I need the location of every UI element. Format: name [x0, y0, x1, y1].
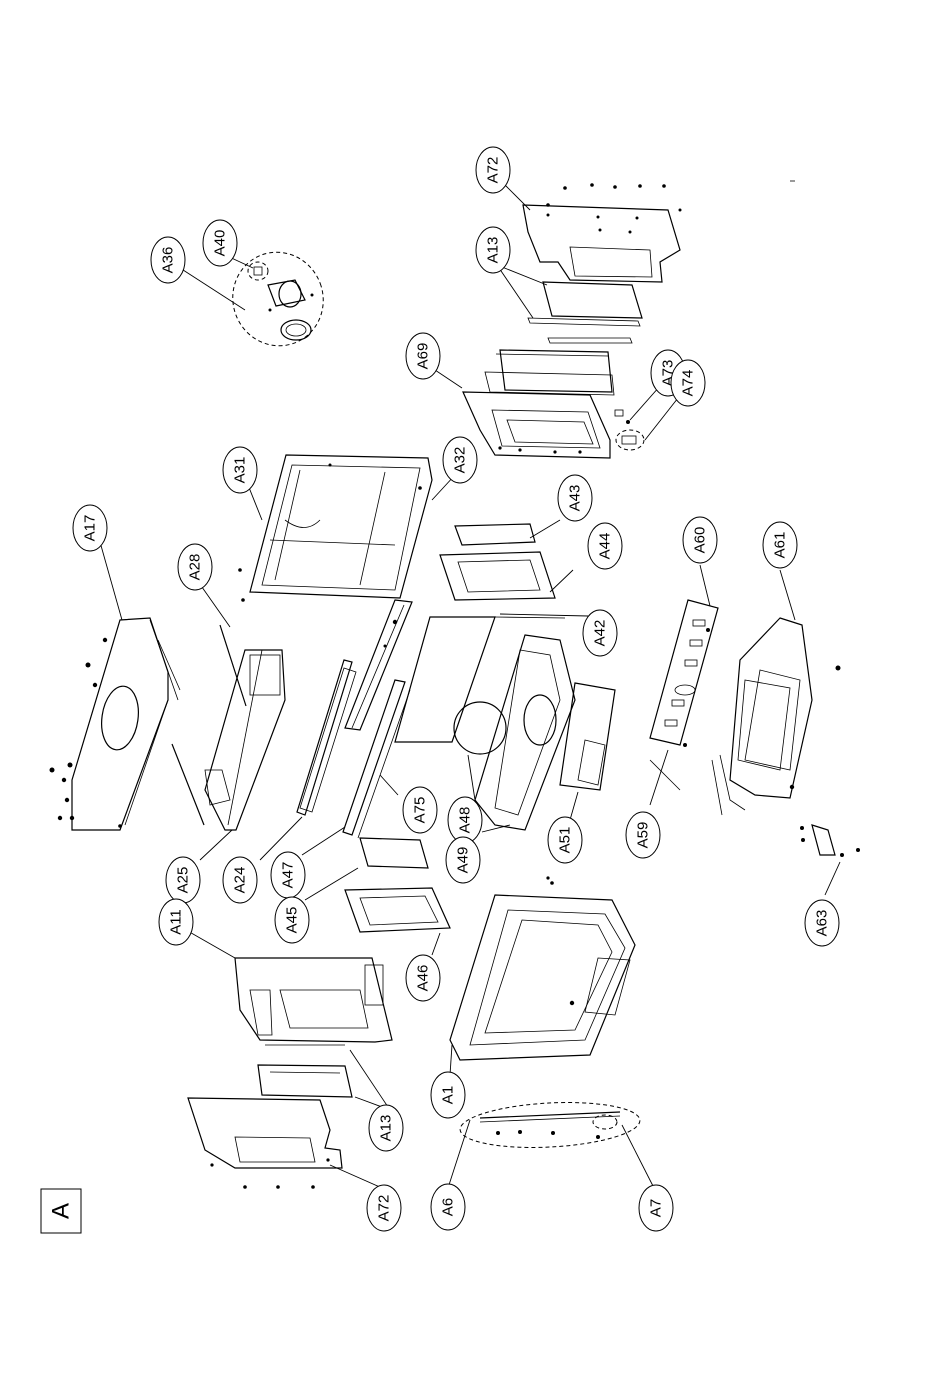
callout-a74: A74 — [671, 360, 705, 406]
part-a24-flat-plate — [297, 660, 356, 815]
callout-a48: A48 — [448, 797, 482, 843]
callout-a25: A25 — [166, 857, 200, 903]
callout-a6: A6 — [431, 1184, 465, 1230]
callout-label: A25 — [175, 867, 192, 894]
callout-a7: A7 — [639, 1185, 673, 1231]
callout-label: A45 — [284, 907, 301, 934]
callout-a75: A75 — [403, 787, 437, 833]
callout-label: A74 — [680, 370, 697, 397]
callout-a72-top: A72 — [476, 147, 510, 193]
callout-a40: A40 — [203, 220, 237, 266]
callout-a43: A43 — [558, 475, 592, 521]
callout-a32: A32 — [443, 437, 477, 483]
callout-a44: A44 — [588, 523, 622, 569]
callout-label: A40 — [212, 230, 229, 257]
callout-a13-bottom: A13 — [369, 1105, 403, 1151]
callout-label: A28 — [187, 554, 204, 581]
callout-label: A72 — [485, 157, 502, 184]
callout-label: A61 — [772, 532, 789, 559]
callout-a36: A36 — [151, 237, 185, 283]
callout-a17: A17 — [73, 505, 107, 551]
callout-label: A17 — [82, 515, 99, 542]
callout-label: A69 — [415, 343, 432, 370]
callout-a49: A49 — [446, 837, 480, 883]
part-a60-control-plate — [650, 600, 718, 790]
callout-label: A6 — [440, 1198, 457, 1216]
callout-a51: A51 — [548, 817, 582, 863]
callout-a24: A24 — [223, 857, 257, 903]
part-a13-bottom-insulation — [258, 1045, 352, 1097]
part-a1-main-door — [450, 876, 635, 1060]
callout-label: A75 — [412, 797, 429, 824]
callout-a46: A46 — [406, 955, 440, 1001]
part-a73-a74-fittings — [615, 410, 644, 450]
part-a31-top-plate — [238, 455, 432, 602]
part-a44-frame — [440, 552, 555, 600]
callout-label: A43 — [567, 485, 584, 512]
callout-label: A42 — [592, 620, 609, 647]
callout-label: A13 — [378, 1115, 395, 1142]
part-a6-a7-hinge-rail — [459, 1098, 641, 1151]
callout-label: A63 — [814, 910, 831, 937]
part-a28-rods — [172, 625, 246, 825]
sheet-tag-label: A — [48, 1203, 75, 1219]
callout-a13-top: A13 — [476, 227, 510, 273]
part-a32-rail — [345, 600, 412, 730]
callout-a11: A11 — [159, 899, 193, 945]
sheet-tag: A — [41, 1189, 81, 1233]
callout-a31: A31 — [223, 447, 257, 493]
callout-label: A60 — [692, 527, 709, 554]
part-a17-base-plate — [50, 618, 181, 830]
callout-label: A11 — [168, 909, 185, 935]
callout-a61: A61 — [763, 522, 797, 568]
callout-a1: A1 — [431, 1072, 465, 1118]
callout-label: A36 — [160, 247, 177, 274]
part-a45-glass — [360, 838, 428, 868]
part-a36-flue-outlet — [220, 239, 337, 358]
part-a63-latch — [800, 825, 860, 857]
part-a13-top-insulation — [528, 282, 642, 343]
callout-a42: A42 — [583, 610, 617, 656]
callout-label: A24 — [232, 867, 249, 894]
callout-label: A49 — [455, 847, 472, 874]
callout-a28: A28 — [178, 544, 212, 590]
part-drawings — [50, 181, 861, 1189]
part-a25-bracket — [205, 650, 285, 830]
part-a72-top-side-panel — [523, 181, 795, 282]
callout-label: A7 — [648, 1199, 665, 1217]
leader-lines — [100, 185, 840, 1188]
part-a51-drawer — [560, 683, 615, 790]
part-a61-ash-pan — [712, 618, 841, 815]
callout-label: A1 — [440, 1086, 457, 1104]
part-a43-plate — [455, 524, 535, 545]
callout-label: A31 — [232, 457, 249, 484]
callout-a69: A69 — [406, 333, 440, 379]
callout-label: A51 — [557, 827, 574, 854]
callout-a45: A45 — [275, 897, 309, 943]
part-a47-strip — [343, 680, 405, 835]
callout-label: A44 — [597, 533, 614, 560]
part-a72-bottom-side-panel — [188, 1098, 342, 1189]
callout-label: A72 — [376, 1195, 393, 1222]
callout-a60: A60 — [683, 517, 717, 563]
part-a69-front-frame — [463, 350, 614, 458]
callout-label: A32 — [452, 447, 469, 474]
part-a42-sheet — [395, 617, 565, 742]
part-a46-door-frame — [345, 888, 450, 932]
callout-a72-bottom: A72 — [367, 1185, 401, 1231]
callout-label: A48 — [457, 807, 474, 834]
callout-label: A13 — [485, 237, 502, 264]
callout-a59: A59 — [626, 812, 660, 858]
callout-label: A59 — [635, 822, 652, 849]
callout-a47: A47 — [271, 852, 305, 898]
callout-label: A46 — [415, 965, 432, 992]
callout-a63: A63 — [805, 900, 839, 946]
part-a11-rear-panel — [235, 958, 392, 1042]
callout-label: A47 — [280, 862, 297, 889]
